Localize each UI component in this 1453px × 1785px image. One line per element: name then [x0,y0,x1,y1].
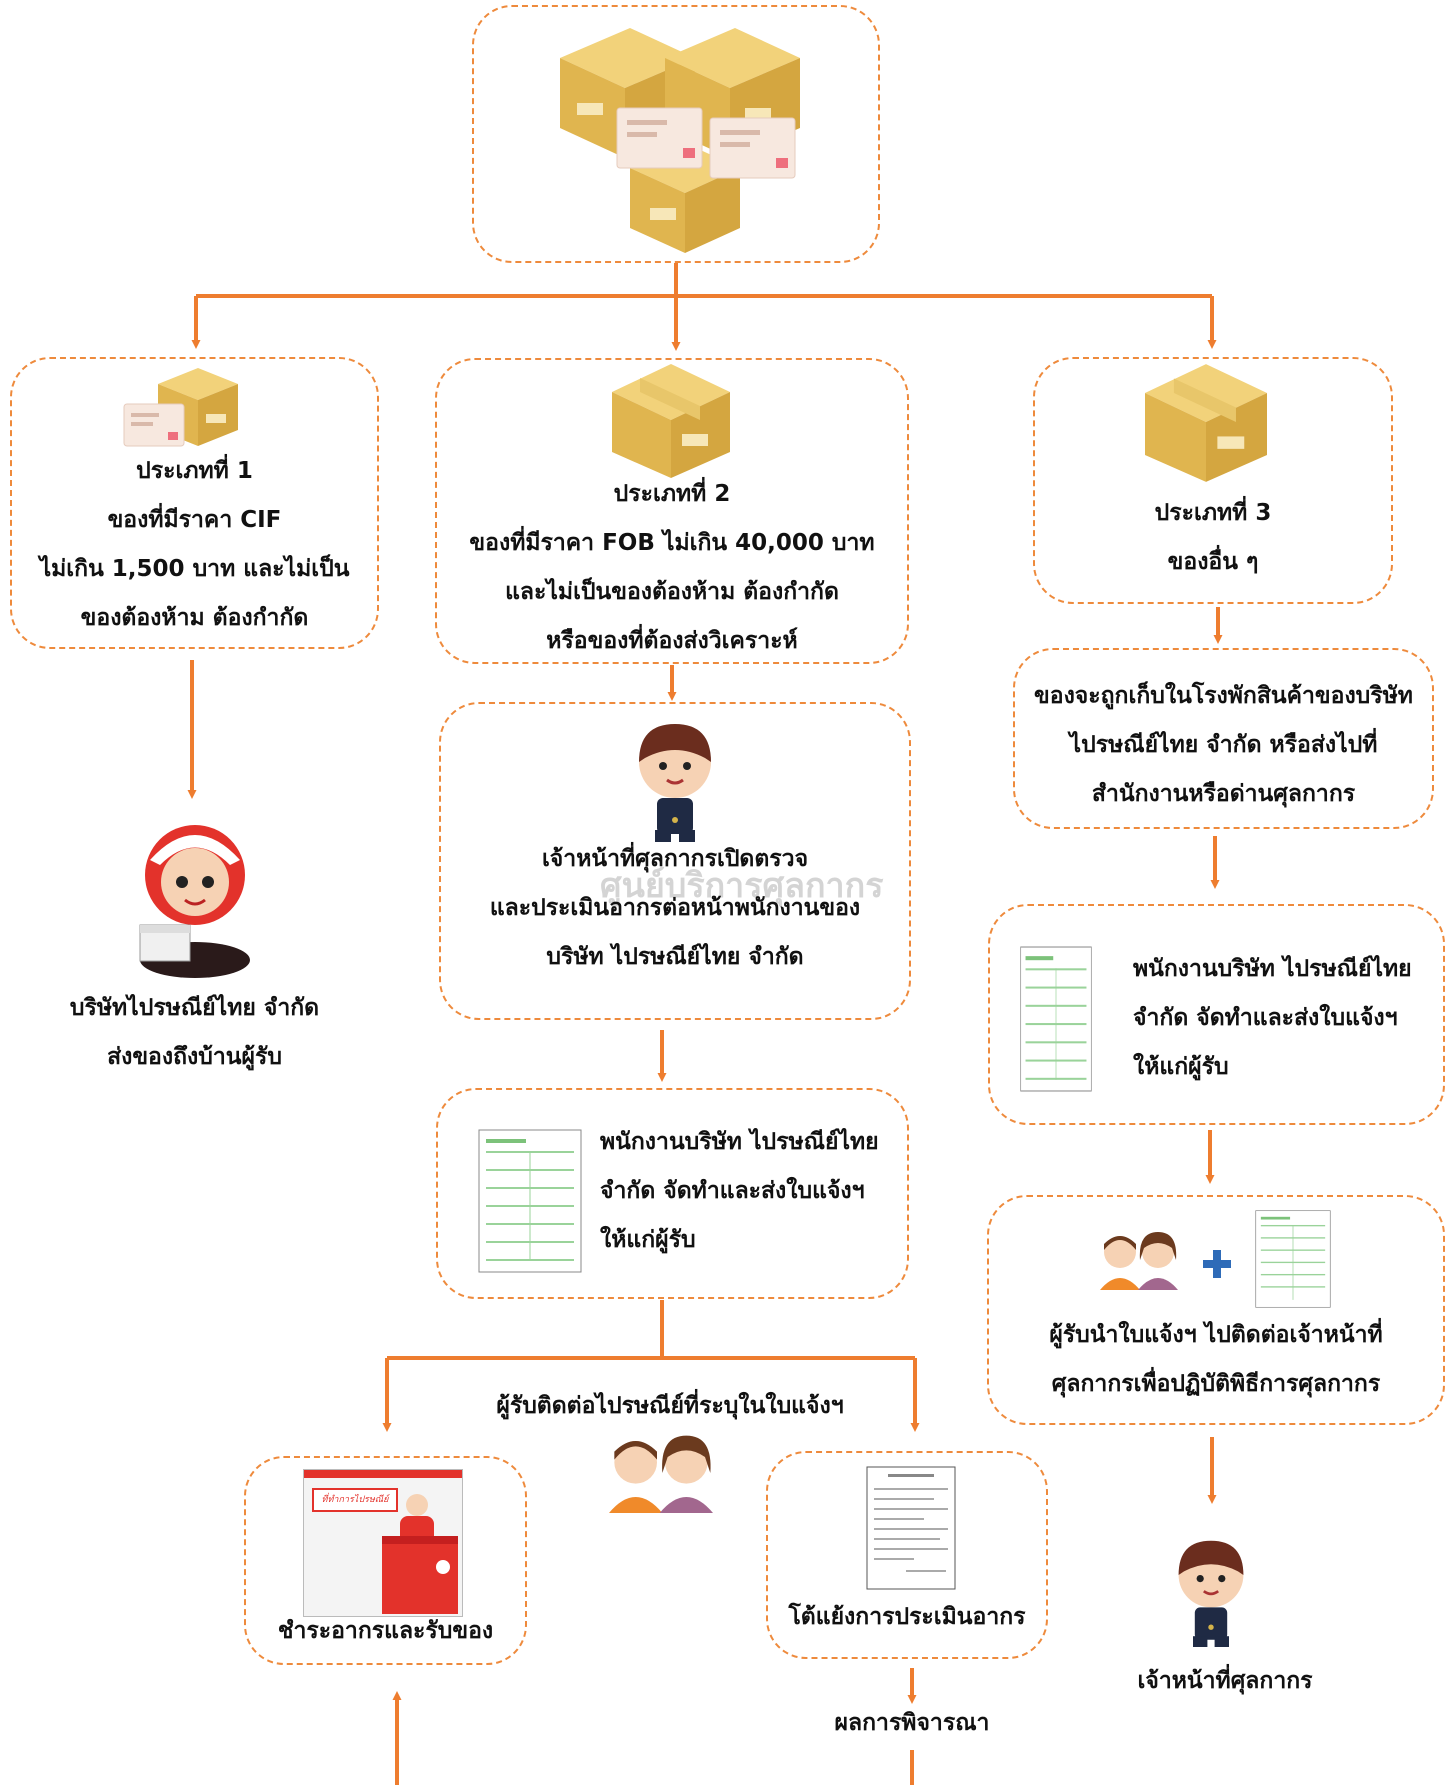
customs-officer-icon [639,724,711,842]
postal-delivery-line-2: ส่งของถึงบ้านผู้รับ [107,1044,282,1070]
postal-delivery-line-1: บริษัทไปรษณีย์ไทย จำกัด [69,995,320,1021]
notice-col2-line-2: จำกัด จัดทำและส่งใบแจ้งฯ [600,1178,865,1204]
inspection-line-1: เจ้าหน้าที่ศุลกากรเปิดตรวจ [541,846,809,872]
type-2-line-3: หรือของที่ต้องส่งวิเคราะห์ [546,628,798,654]
warehouse-line-2: ไปรษณีย์ไทย จำกัด หรือส่งไปที่ [1069,732,1378,758]
notice-form-icon [1255,1210,1331,1308]
parcel-icon [1145,364,1267,482]
notice-col2-line-1: พนักงานบริษัท ไปรษณีย์ไทย [600,1129,879,1155]
notice-col3-line-1: พนักงานบริษัท ไปรษณีย์ไทย [1133,956,1412,982]
post-office-counter-icon: ที่ทำการไปรษณีย์ [303,1469,463,1617]
inspection-line-3: บริษัท ไปรษณีย์ไทย จำกัด [546,944,804,970]
notice-col2-line-3: ให้แก่ผู้รับ [600,1227,696,1253]
inspection-line-2: และประเมินอากรต่อหน้าพนักงานของ [489,895,861,921]
parcel-letter-icon [123,368,238,447]
type-1-heading: ประเภทที่ 1 [136,458,253,484]
appeal-assessment-text: โต้แย้งการประเมินอากร [788,1604,1026,1630]
watermark: ศูนย์บริการศุลกากร [600,866,884,906]
recipient-contact-line-1: ผู้รับนำใบแจ้งฯ ไปติดต่อเจ้าหน้าที่ [1049,1322,1383,1348]
recipients-icon [1100,1232,1178,1290]
type-1-line-1: ของที่มีราคา CIF [107,507,282,533]
notice-col3-line-2: จำกัด จัดทำและส่งใบแจ้งฯ [1133,1005,1398,1031]
recipient-contact-box [987,1195,1445,1425]
pay-and-collect-text: ชำระอากรและรับของ [277,1618,494,1644]
recipient-contact-line-2: ศุลกากรเพื่อปฏิบัติพิธีการศุลกากร [1051,1371,1381,1397]
warehouse-line-1: ของจะถูกเก็บในโรงพักสินค้าของบริษัท [1034,683,1413,709]
customs-officer-text: เจ้าหน้าที่ศุลกากร [1137,1668,1313,1694]
parcels-and-letters-icon [560,28,800,253]
postman-icon [139,825,250,978]
notice-form-icon [1020,946,1092,1092]
consideration-result-text: ผลการพิจารณา [834,1710,990,1736]
type-2-line-2: และไม่เป็นของต้องห้าม ต้องกำกัด [505,579,839,605]
counter-sign: ที่ทำการไปรษณีย์ [312,1488,398,1512]
warehouse-line-3: สำนักงานหรือด่านศุลกากร [1091,781,1356,807]
notice-col3-line-3: ให้แก่ผู้รับ [1133,1054,1229,1080]
plus-icon [1203,1250,1231,1278]
type-2-line-1: ของที่มีราคา FOB ไม่เกิน 40,000 บาท [469,530,875,556]
type-2-heading: ประเภทที่ 2 [613,481,731,507]
customs-officer-icon [1178,1540,1244,1647]
type-3-line-1: ของอื่น ๆ [1167,549,1259,575]
parcel-icon [612,364,730,478]
notice-form-icon [478,1129,582,1273]
type-1-line-3: ของต้องห้าม ต้องกำกัด [80,605,309,631]
recipients-icon [609,1435,713,1513]
warehouse-box [1013,648,1434,829]
type-1-line-2: ไม่เกิน 1,500 บาท และไม่เป็น [39,556,350,582]
contact-post-office-text: ผู้รับติดต่อไปรษณีย์ที่ระบุในใบแจ้งฯ [496,1393,844,1419]
appeal-document-icon [866,1466,956,1590]
type-3-heading: ประเภทที่ 3 [1154,500,1272,526]
